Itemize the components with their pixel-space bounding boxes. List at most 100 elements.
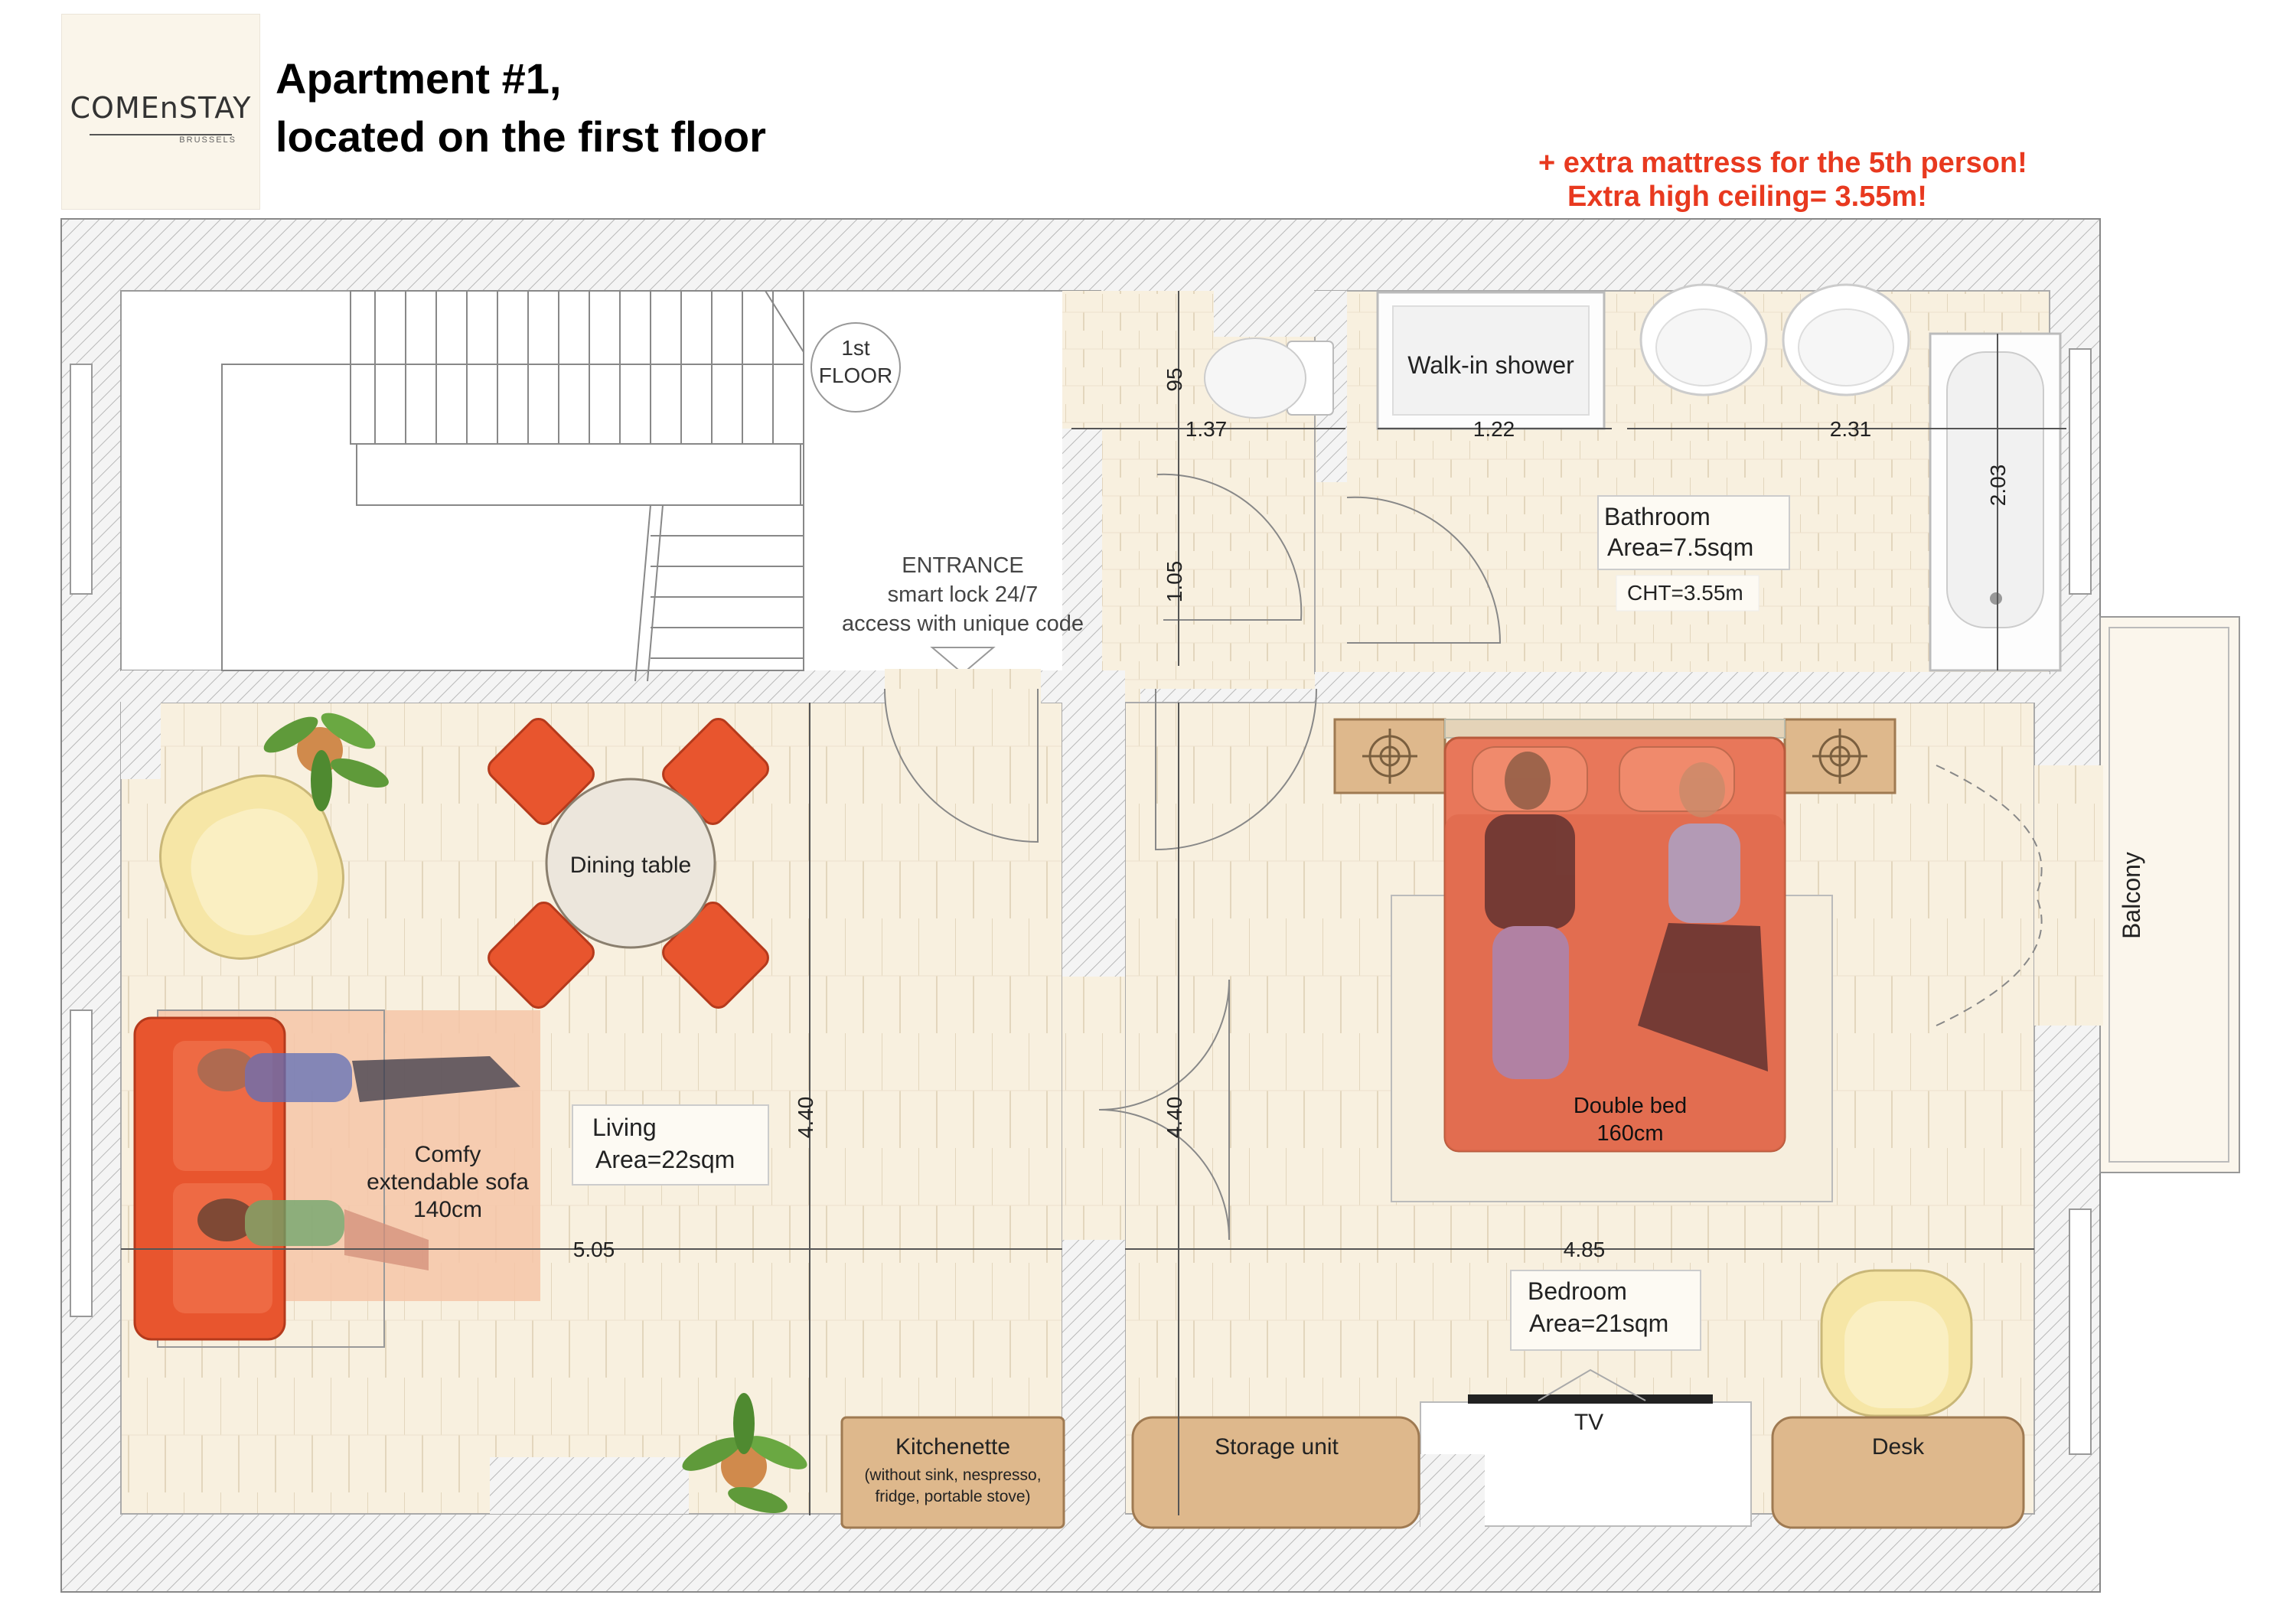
dimension-bedroom-height: 4.40 [1163, 1097, 1186, 1139]
desk-label: Desk [1872, 1434, 1925, 1460]
plant-icon [682, 1393, 807, 1514]
living-label: Living [592, 1114, 657, 1141]
wall-toilet-left [1062, 429, 1102, 689]
entrance-smart-lock: smart lock 24/7 [888, 582, 1039, 607]
page-title-line1: Apartment #1, [276, 54, 562, 103]
entrance-door-gap [885, 669, 1041, 704]
floor-marker-line2: FLOOR [819, 364, 892, 387]
tv-icon [1468, 1394, 1713, 1404]
kitchenette [840, 1416, 1065, 1529]
dimension-corridor: 1.05 [1163, 561, 1186, 603]
dimension-bath-length: 2.03 [1986, 465, 2010, 507]
storage-unit-label: Storage unit [1215, 1434, 1339, 1460]
cht-label-box [1616, 575, 1760, 612]
dimension-toilet-width: 1.37 [1186, 417, 1228, 441]
cht-label: CHT=3.55m [1627, 581, 1743, 605]
dimension-labels: 95 1.37 1.22 2.31 2.03 1.05 4.40 4.40 5.… [573, 367, 2010, 1261]
window-left-top [70, 364, 93, 595]
sink-icon [1639, 283, 1768, 396]
sink-icon [1782, 283, 1910, 396]
page-title-line2: located on the first floor [276, 113, 766, 161]
kitchenette-note-line1: (without sink, nespresso, [864, 1466, 1041, 1484]
logo-underline [90, 134, 232, 135]
person-icon [197, 1199, 429, 1270]
note-extra-mattress: + extra mattress for the 5th person! [1538, 147, 2027, 179]
kitchenette-label: Kitchenette [895, 1434, 1010, 1460]
entrance-label: ENTRANCE [902, 553, 1024, 578]
window-right-top [2069, 348, 2092, 595]
window-left-bottom [70, 1009, 93, 1317]
entrance-access-code: access with unique code [842, 612, 1084, 636]
bedroom-door-swing [1098, 979, 1230, 1241]
entrance-hall [804, 398, 1102, 670]
bathtub-icon [1929, 332, 2062, 672]
dimension-living-width: 5.05 [573, 1238, 615, 1261]
balcony [2099, 616, 2240, 1173]
note-high-ceiling: Extra high ceiling= 3.55m! [1567, 181, 1927, 213]
dimension-toilet-depth: 95 [1163, 367, 1186, 391]
sofa-label-line2: extendable sofa [367, 1169, 529, 1195]
person-icon [197, 1049, 520, 1102]
dimension-lines [121, 291, 2066, 1515]
corridor-door-swing [1155, 688, 1317, 851]
bathroom-label: Bathroom [1604, 503, 1711, 530]
bedroom-label: Bedroom [1528, 1277, 1627, 1305]
balcony-door-gap [2034, 765, 2103, 1026]
balcony-door-swing [1936, 765, 2043, 1026]
wall-left-notch [121, 703, 161, 779]
desk [1771, 1416, 2025, 1529]
double-bed-label: Double bed [1574, 1094, 1687, 1118]
lamp-icon [1812, 729, 1867, 784]
logo-text: COMEnSTAY [70, 91, 252, 125]
bed-headboard [1444, 719, 1786, 739]
bathroom-area: Area=7.5sqm [1607, 533, 1753, 561]
sofa-label-line3: 140cm [413, 1197, 482, 1222]
toilet-icon [1204, 338, 1334, 419]
storage-unit [1131, 1416, 1420, 1529]
dimension-living-height: 4.40 [794, 1097, 817, 1139]
dining-chair [488, 902, 595, 1009]
lamp-icon [1362, 729, 1417, 784]
sofa-label-line1: Comfy [415, 1142, 481, 1167]
tv-viewing-lines [1538, 1368, 1646, 1401]
dining-table [545, 778, 716, 949]
floor-marker [810, 322, 901, 413]
walk-in-shower-label: Walk-in shower [1407, 351, 1574, 379]
dimension-sinks-width: 2.31 [1830, 417, 1872, 441]
living-label-box [572, 1104, 769, 1186]
desk-chair-icon [1820, 1269, 1973, 1417]
dining-table-label: Dining table [570, 853, 691, 878]
bedroom-label-box [1510, 1270, 1701, 1351]
double-bed-size: 160cm [1596, 1121, 1663, 1146]
dimension-bedroom-width: 4.85 [1564, 1238, 1606, 1261]
person-icon [1638, 762, 1768, 1071]
logo-subtext: BRUSSELS [179, 135, 236, 145]
window-right-bottom [2069, 1208, 2092, 1455]
tv-label: TV [1574, 1410, 1603, 1435]
wall-toilet-top [1214, 291, 1316, 337]
staircase [221, 290, 804, 682]
wall-middle-bottom [1062, 1240, 1125, 1515]
wall-bottom-notch [490, 1457, 689, 1514]
wall-tv-block [1420, 1454, 1485, 1528]
company-logo: COMEnSTAY BRUSSELS [61, 14, 260, 210]
wall-bath-bedroom [1315, 672, 2050, 703]
armchair-icon [159, 775, 344, 960]
balcony-inner [2108, 627, 2229, 1163]
kitchenette-note-line2: fridge, portable stove) [875, 1488, 1030, 1505]
bedroom-area: Area=21sqm [1529, 1310, 1668, 1337]
balcony-label: Balcony [2118, 852, 2145, 939]
bathroom-label-box [1597, 495, 1790, 570]
dining-chair [488, 718, 595, 825]
bath-door-swing [1346, 496, 1502, 644]
walk-in-shower [1376, 291, 1606, 430]
wall-middle-top [1062, 670, 1125, 977]
dimension-shower-width: 1.22 [1473, 417, 1515, 441]
toilet-door-swing [1156, 473, 1303, 621]
person-icon [1485, 752, 1575, 1079]
entrance-door-swing [884, 688, 1039, 843]
plant-icon [263, 713, 389, 811]
living-area: Area=22sqm [595, 1146, 735, 1173]
floor-marker-line1: 1st [841, 336, 870, 360]
